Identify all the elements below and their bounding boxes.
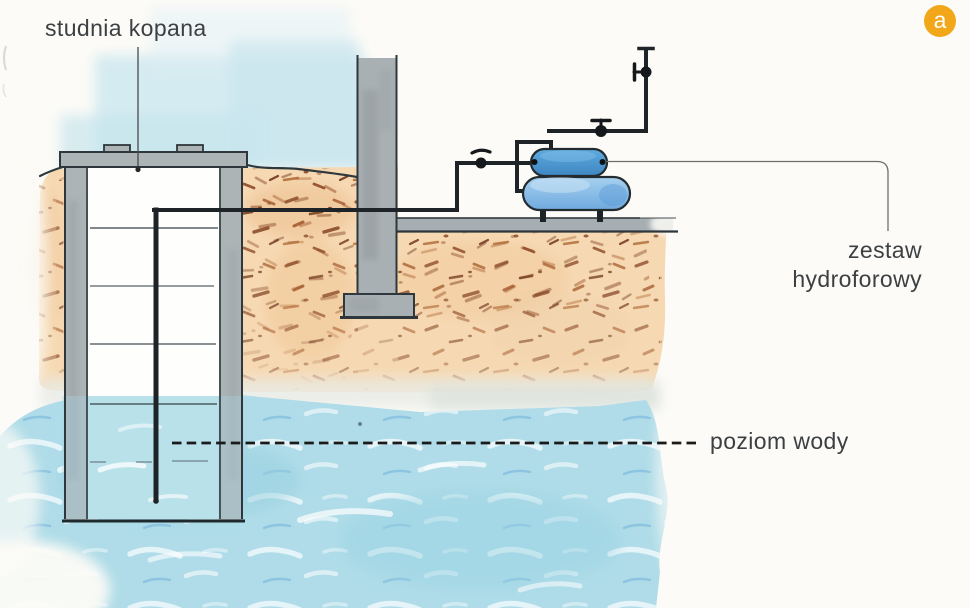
- tank-port-right: [599, 159, 606, 165]
- tank-port-left: [531, 159, 538, 165]
- hydrophore-set: [521, 147, 632, 212]
- sky-wash: [60, 8, 365, 170]
- well-wall-edges: [64, 167, 243, 519]
- valves: [470, 62, 652, 169]
- outlet-valve: [590, 118, 612, 137]
- hydrophore-label: zestaw hydroforowy: [792, 237, 922, 292]
- riser-valve: [632, 62, 652, 82]
- basement-floor-slab: [397, 212, 694, 236]
- water-level-label: poziom wody: [710, 428, 849, 454]
- feed-pipe: [152, 161, 533, 212]
- hydrophore-leader-line: [606, 160, 889, 231]
- wall-footing: [340, 293, 418, 319]
- figure-badge: a: [924, 5, 956, 37]
- building-wall: [340, 55, 418, 319]
- well-cover: [59, 144, 248, 168]
- page-edge-artifacts: [2, 45, 7, 98]
- well-leader-dot: [135, 166, 141, 173]
- feed-valve: [470, 148, 492, 169]
- annotations: [135, 47, 889, 445]
- well-label: studnia kopana: [45, 15, 207, 41]
